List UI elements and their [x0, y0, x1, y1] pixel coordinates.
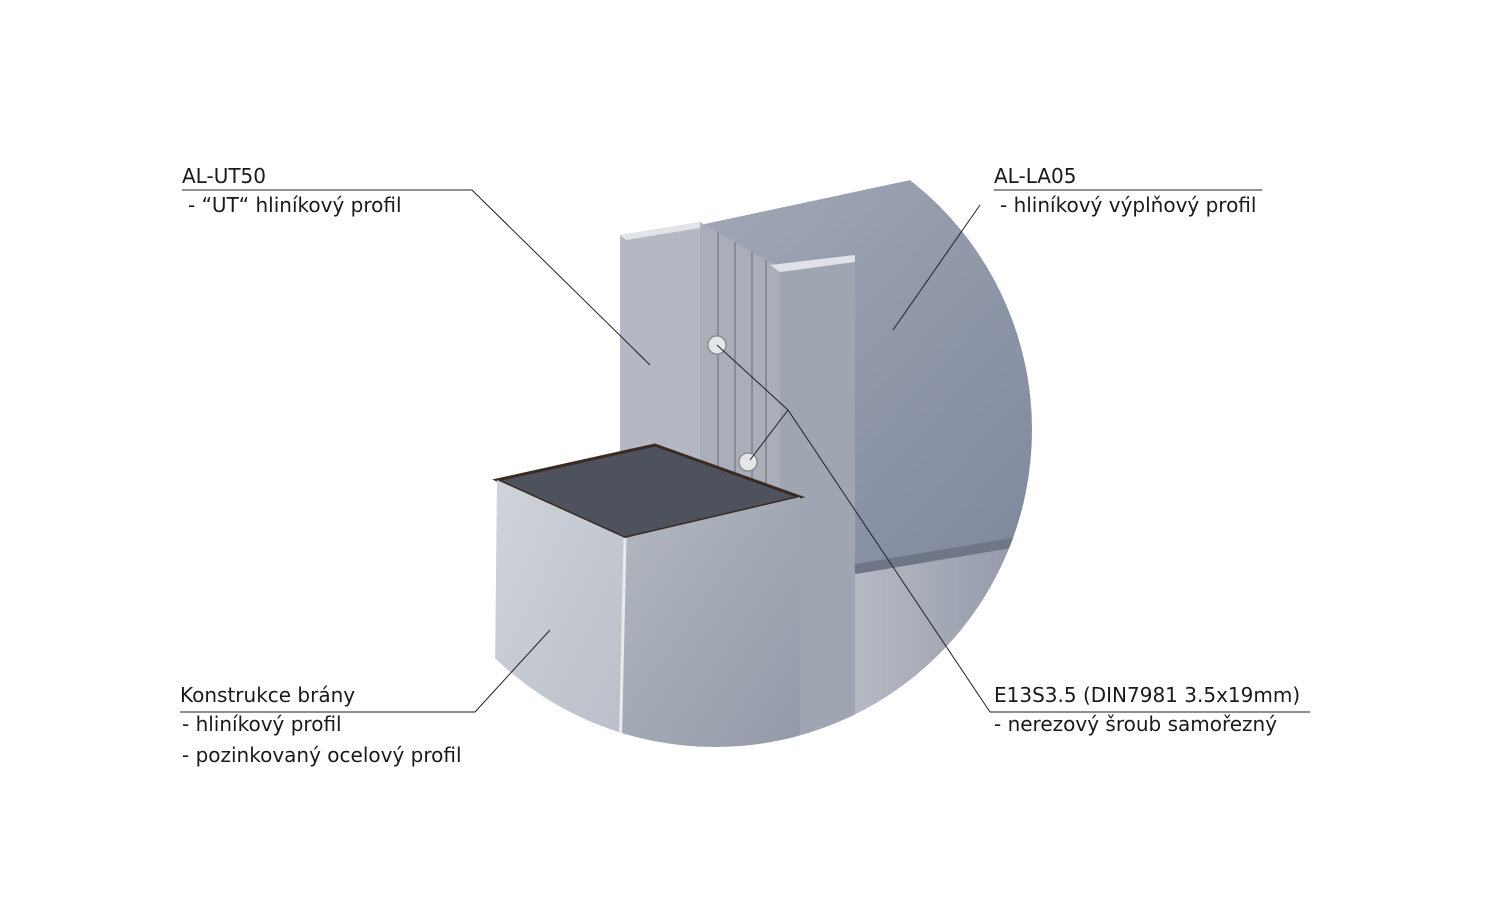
label-title: E13S3.5 (DIN7981 3.5x19mm) — [994, 683, 1301, 707]
label-frame: Konstrukce brány - hliníkový profil - po… — [180, 683, 462, 771]
label-desc: - hliníkový výplňový profil — [1000, 193, 1257, 217]
label-title: AL-LA05 — [994, 164, 1077, 188]
label-al-la05: AL-LA05 - hliníkový výplňový profil — [994, 164, 1256, 221]
label-title: Konstrukce brány — [180, 683, 356, 707]
leader-lines — [180, 189, 1310, 713]
label-title: AL-UT50 — [182, 164, 266, 188]
tube-right-face — [620, 497, 800, 747]
label-desc: - hliníkový profil — [182, 712, 342, 736]
label-desc: - nerezový šroub samořezný — [994, 712, 1278, 736]
label-al-ut50: AL-UT50 - “UT“ hliníkový profil — [182, 164, 402, 221]
groove-area — [700, 222, 780, 520]
ut-profile — [620, 222, 700, 460]
label-desc: - “UT“ hliníkový profil — [188, 193, 402, 217]
label-desc: - pozinkovaný ocelový profil — [182, 743, 462, 767]
screw-icon — [738, 452, 758, 472]
label-screw: E13S3.5 (DIN7981 3.5x19mm) - nerezový šr… — [994, 683, 1300, 740]
